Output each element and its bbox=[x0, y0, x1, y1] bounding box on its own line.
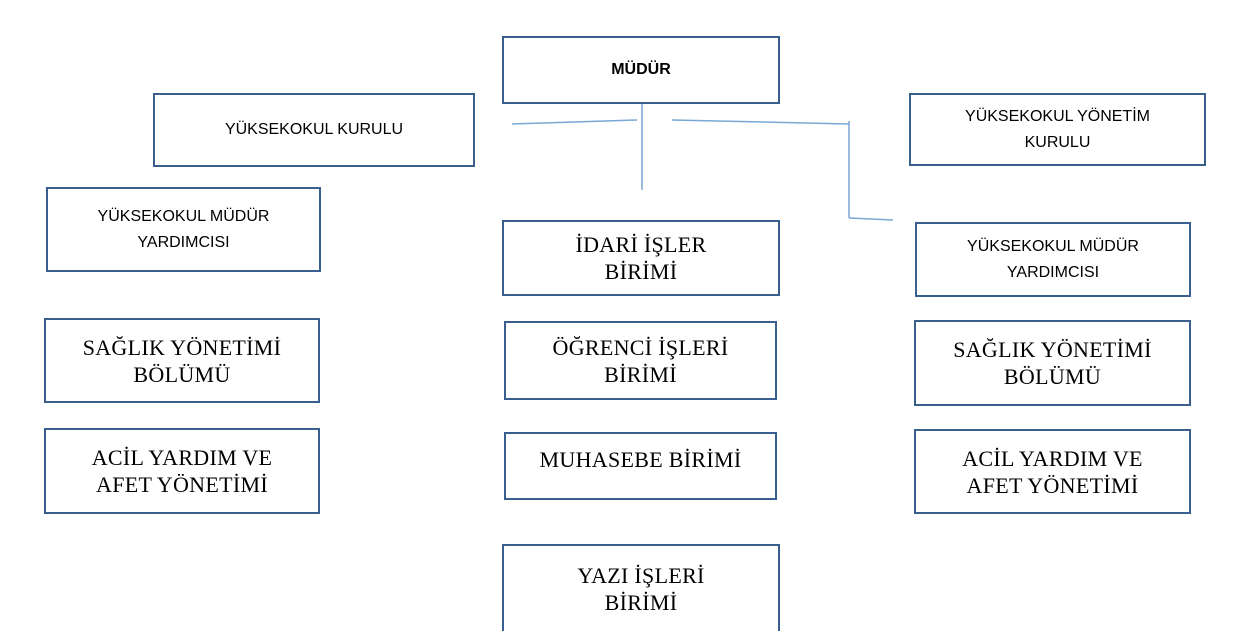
node-ogrenci-isleri: ÖĞRENCİ İŞLERİ BİRİMİ bbox=[504, 321, 777, 400]
node-yuksekokul-kurulu-label: YÜKSEKOKUL KURULU bbox=[224, 121, 404, 138]
node-saglik-left: SAĞLIK YÖNETİMİ BÖLÜMÜ bbox=[44, 318, 320, 403]
node-yuksekokul-yonetim-kurulu: YÜKSEKOKUL YÖNETİM KURULU bbox=[909, 93, 1206, 166]
connector-right-branch bbox=[671, 119, 850, 125]
node-idari-isler-label: İDARİ İŞLER BİRİMİ bbox=[575, 232, 707, 284]
node-yuksekokul-kurulu: YÜKSEKOKUL KURULU bbox=[153, 93, 475, 167]
node-mudur-yardimcisi-left-label: YÜKSEKOKUL MÜDÜR YARDIMCISI bbox=[97, 207, 270, 251]
node-muhasebe-label: MUHASEBE BİRİMİ bbox=[539, 446, 742, 472]
node-acil-left: ACİL YARDIM VE AFET YÖNETİMİ bbox=[44, 428, 320, 514]
node-mudur-label: MÜDÜR bbox=[611, 61, 671, 78]
node-idari-isler: İDARİ İŞLER BİRİMİ bbox=[502, 220, 780, 296]
node-acil-right: ACİL YARDIM VE AFET YÖNETİMİ bbox=[914, 429, 1191, 514]
node-yazi-isleri: YAZI İŞLERİ BİRİMİ bbox=[502, 544, 780, 631]
node-mudur-yardimcisi-right-label: YÜKSEKOKUL MÜDÜR YARDIMCISI bbox=[967, 237, 1139, 281]
node-yazi-isleri-label: YAZI İŞLERİ BİRİMİ bbox=[577, 563, 705, 615]
connector-right-to-yardimci bbox=[848, 217, 894, 221]
node-saglik-left-label: SAĞLIK YÖNETİMİ BÖLÜMÜ bbox=[82, 334, 282, 387]
node-mudur-yardimcisi-left: YÜKSEKOKUL MÜDÜR YARDIMCISI bbox=[46, 187, 321, 272]
node-mudur: MÜDÜR bbox=[502, 36, 780, 104]
node-muhasebe: MUHASEBE BİRİMİ bbox=[504, 432, 777, 500]
node-acil-left-label: ACİL YARDIM VE AFET YÖNETİMİ bbox=[91, 445, 273, 497]
node-mudur-yardimcisi-right: YÜKSEKOKUL MÜDÜR YARDIMCISI bbox=[915, 222, 1191, 297]
connector-left-branch bbox=[511, 119, 638, 125]
node-acil-right-label: ACİL YARDIM VE AFET YÖNETİMİ bbox=[962, 445, 1143, 498]
node-saglik-right: SAĞLIK YÖNETİMİ BÖLÜMÜ bbox=[914, 320, 1191, 406]
node-saglik-right-label: SAĞLIK YÖNETİMİ BÖLÜMÜ bbox=[953, 337, 1152, 389]
node-yuksekokul-yonetim-kurulu-label: YÜKSEKOKUL YÖNETİM KURULU bbox=[965, 107, 1150, 151]
node-ogrenci-isleri-label: ÖĞRENCİ İŞLERİ BİRİMİ bbox=[552, 334, 729, 387]
